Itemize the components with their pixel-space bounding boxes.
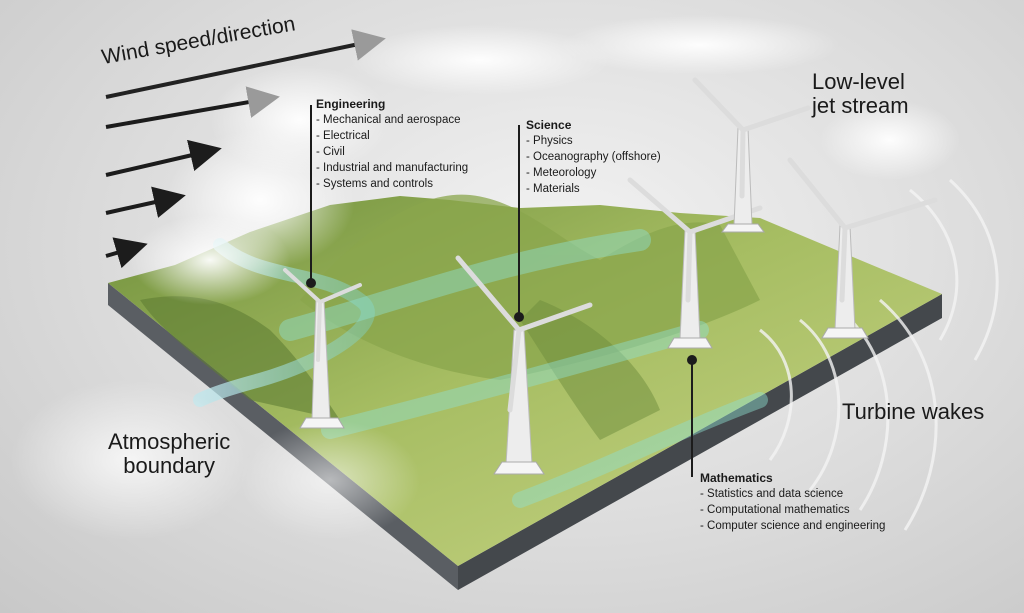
jet-stream-label: Low-level jet stream — [812, 70, 909, 118]
jet-stream-label-line2: jet stream — [812, 93, 909, 118]
jet-stream-label-line1: Low-level — [812, 69, 905, 94]
callout-leaders — [306, 105, 697, 477]
engineering-callout: Engineering Mechanical and aerospace Ele… — [316, 97, 468, 192]
valley-shadow — [520, 300, 660, 440]
science-leader-dot — [514, 312, 524, 322]
mathematics-callout-list: Statistics and data science Computationa… — [700, 486, 885, 534]
science-callout: Science Physics Oceanography (offshore) … — [526, 118, 661, 197]
hill-shadow — [140, 296, 340, 420]
wind-turbine-4 — [692, 77, 811, 233]
atmospheric-boundary-label-line2: boundary — [123, 453, 216, 478]
engineering-item: Civil — [316, 144, 468, 160]
hill-ridge — [300, 194, 760, 380]
engineering-item: Electrical — [316, 128, 468, 144]
science-item: Materials — [526, 181, 661, 197]
flow-streaks — [279, 229, 768, 508]
mathematics-item: Statistics and data science — [700, 486, 885, 502]
wind-turbine-2 — [455, 255, 593, 475]
terrain-block-front-side — [458, 294, 942, 590]
wind-arrows — [105, 29, 386, 269]
engineering-leader-dot — [306, 278, 316, 288]
engineering-callout-list: Mechanical and aerospace Electrical Civi… — [316, 112, 468, 192]
mathematics-callout: Mathematics Statistics and data science … — [700, 471, 885, 534]
wind-turbine-1 — [283, 268, 362, 429]
science-item: Oceanography (offshore) — [526, 149, 661, 165]
mathematics-item: Computer science and engineering — [700, 518, 885, 534]
engineering-item: Systems and controls — [316, 176, 468, 192]
science-callout-list: Physics Oceanography (offshore) Meteorol… — [526, 133, 661, 197]
wind-arrow-4 — [105, 186, 186, 218]
wind-arrow-3 — [105, 139, 222, 177]
science-item: Meteorology — [526, 165, 661, 181]
mathematics-item: Computational mathematics — [700, 502, 885, 518]
engineering-callout-title: Engineering — [316, 97, 386, 111]
wind-arrow-2 — [105, 86, 280, 129]
atmospheric-boundary-label-line1: Atmospheric — [108, 429, 231, 454]
atmospheric-boundary-label: Atmospheric boundary — [108, 430, 230, 478]
cloud-layer — [10, 15, 960, 540]
science-callout-title: Science — [526, 118, 572, 132]
wind-turbine-3 — [627, 177, 763, 349]
wind-turbine-5 — [787, 157, 938, 339]
mathematics-leader-dot — [687, 355, 697, 365]
turbine-wakes-label: Turbine wakes — [842, 399, 985, 424]
engineering-item: Industrial and manufacturing — [316, 160, 468, 176]
engineering-item: Mechanical and aerospace — [316, 112, 468, 128]
mathematics-callout-title: Mathematics — [700, 471, 773, 485]
science-item: Physics — [526, 133, 661, 149]
wind-arrow-1 — [105, 29, 386, 99]
wind-arrow-5 — [105, 237, 148, 269]
